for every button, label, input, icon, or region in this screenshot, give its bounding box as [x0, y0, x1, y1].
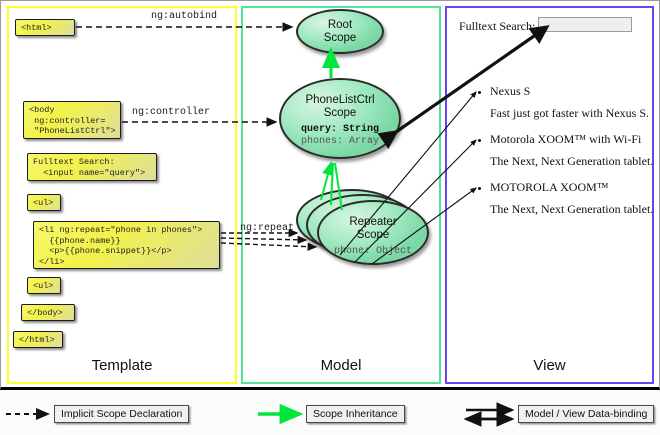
prop-phone: phone: Object — [333, 246, 412, 257]
legend-scope-inherit: Scope Inheritance — [306, 405, 405, 423]
list-bullet — [478, 139, 481, 142]
html-close-box: </html> — [13, 331, 63, 348]
html-open-box: <html> — [15, 19, 75, 36]
view-item-title: MOTOROLA XOOM™ — [490, 180, 609, 194]
diagram-frame: Template <html> <body ng:controller= "Ph… — [0, 0, 660, 390]
column-label-model: Model — [320, 357, 362, 374]
view-item-title: Nexus S — [490, 84, 531, 98]
view-item-snippet: Fast just got faster with Nexus S. — [490, 106, 649, 120]
ng-autobind-label: ng:autobind — [151, 11, 218, 22]
view-item-title: Motorola XOOM™ with Wi-Fi — [490, 132, 642, 146]
fulltext-search-label: Fulltext Search: — [459, 19, 536, 33]
view-item-snippet: The Next, Next Generation tablet. — [490, 154, 654, 168]
legend-data-binding: Model / View Data-binding — [518, 405, 655, 423]
column-label-template: Template — [91, 357, 153, 374]
repeater-scope-props: phone: Object — [319, 246, 427, 258]
fulltext-search-input[interactable] — [538, 17, 632, 32]
legend: Implicit Scope Declaration Scope Inherit… — [0, 393, 660, 435]
ng-repeat-label: ng:repeat — [240, 223, 295, 234]
column-label-view: View — [533, 357, 566, 374]
view-item-snippet: The Next, Next Generation tablet. — [490, 202, 654, 216]
column-template: Template — [7, 6, 237, 384]
prop-query: query: String — [300, 124, 379, 135]
legend-implicit-scope: Implicit Scope Declaration — [54, 405, 190, 423]
phonelistctrl-scope-props: query: String phones: Array — [281, 124, 399, 148]
search-template-box: Fulltext Search: <input name="query"> — [27, 153, 157, 181]
prop-phones: phones: Array — [300, 136, 379, 147]
ul-open-box: <ul> — [27, 194, 61, 211]
column-view: View — [445, 6, 654, 384]
list-bullet — [478, 91, 481, 94]
list-bullet — [478, 187, 481, 190]
li-repeat-box: <li ng:repeat="phone in phones"> {{phone… — [33, 221, 220, 269]
ng-controller-label: ng:controller — [132, 107, 211, 118]
body-close-box: </body> — [21, 304, 75, 321]
body-box: <body ng:controller= "PhoneListCtrl"> — [23, 101, 121, 139]
ul-close-box: <ul> — [27, 277, 61, 294]
